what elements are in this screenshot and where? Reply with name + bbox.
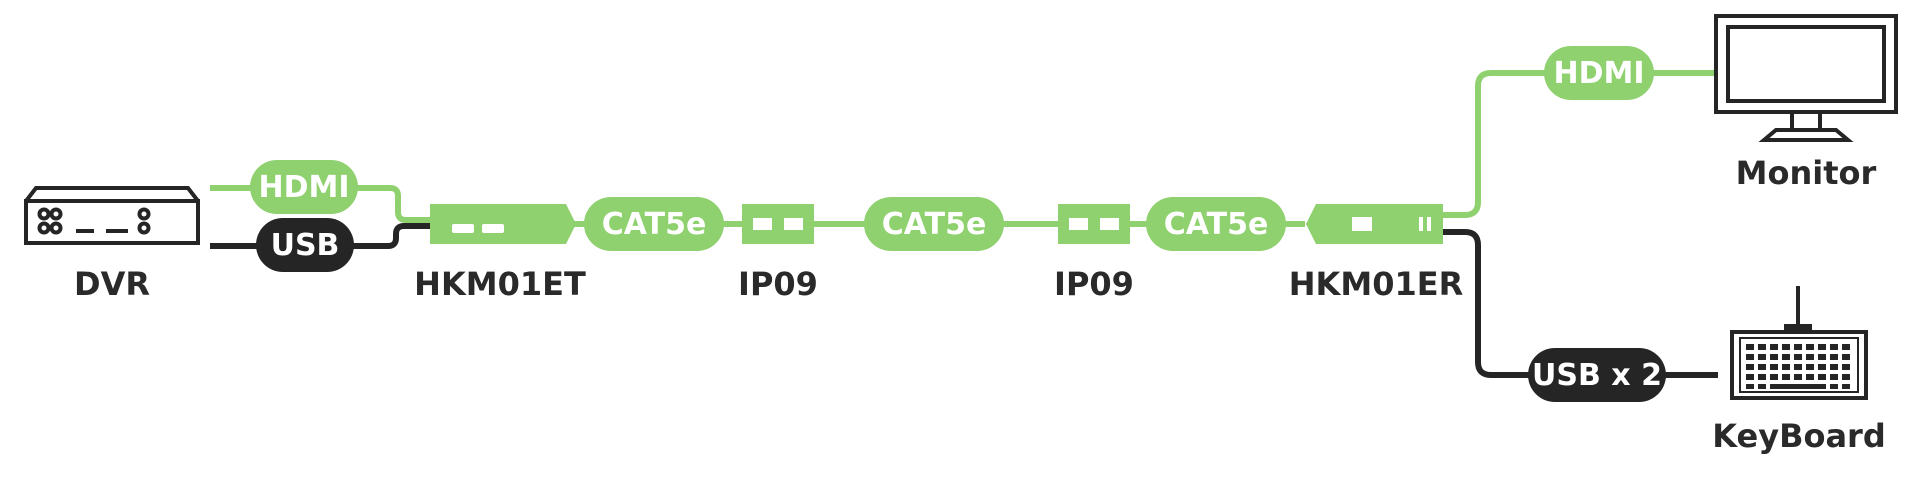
cat5e-pill-2-text: CAT5e <box>882 207 987 242</box>
dvr-icon <box>24 186 200 245</box>
ip09-left-device <box>742 204 814 244</box>
monitor-label: Monitor <box>1736 154 1877 192</box>
transmitter-label: HKM01ET <box>414 265 586 303</box>
monitor-hdmi-line <box>1443 70 1714 218</box>
dvr-hdmi-line <box>210 185 430 223</box>
keyboard-keys <box>1746 344 1850 389</box>
ip09-right-device <box>1058 204 1130 244</box>
transmitter-device <box>430 204 576 244</box>
monitor-hdmi-pill-text: HDMI <box>1553 56 1644 91</box>
keyboard-usb-pill: USB x 2 <box>1528 348 1666 402</box>
ip09-left-label: IP09 <box>738 265 818 303</box>
dvr-usb-pill: USB <box>256 218 354 272</box>
cat5e-pill-2: CAT5e <box>864 197 1004 251</box>
cat5e-pill-3-text: CAT5e <box>1164 207 1269 242</box>
keyboard-label: KeyBoard <box>1712 417 1885 455</box>
dvr-usb-pill-text: USB <box>271 228 340 263</box>
cat5e-pill-3: CAT5e <box>1146 197 1286 251</box>
cat5e-pill-1-text: CAT5e <box>602 207 707 242</box>
receiver-device <box>1306 204 1443 244</box>
dvr-hdmi-pill: HDMI <box>250 160 358 214</box>
monitor-icon <box>1714 14 1898 142</box>
dvr-usb-line <box>210 223 430 249</box>
monitor-hdmi-pill: HDMI <box>1544 46 1654 100</box>
keyboard-icon <box>1730 286 1868 400</box>
receiver-label: HKM01ER <box>1289 265 1463 303</box>
keyboard-usb-pill-text: USB x 2 <box>1532 358 1662 393</box>
cat5e-pill-1: CAT5e <box>584 197 724 251</box>
dvr-hdmi-pill-text: HDMI <box>258 170 349 205</box>
dvr-label: DVR <box>74 265 150 303</box>
ip09-right-label: IP09 <box>1054 265 1134 303</box>
keyboard-usb-line <box>1443 229 1718 378</box>
